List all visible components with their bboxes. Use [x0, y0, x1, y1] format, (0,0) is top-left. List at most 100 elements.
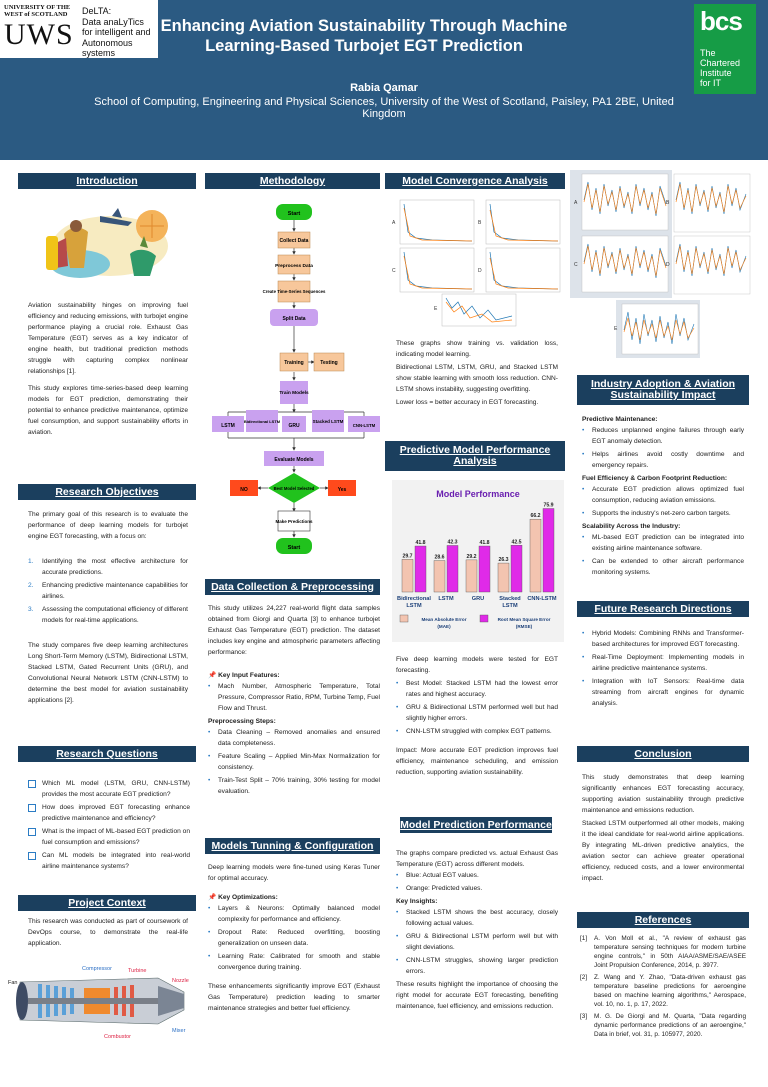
convergence-heading: Model Convergence Analysis: [385, 173, 565, 189]
industry-list-1: Reduces unplanned engine failures throug…: [582, 425, 744, 471]
engine-label-turbine: Turbine: [128, 968, 146, 974]
chart-category-label: Bidirectional: [397, 596, 431, 602]
flow-sequences: Create Time-Series Sequences: [263, 289, 326, 294]
industry-list-2: Accurate EGT prediction allows optimized…: [582, 484, 744, 519]
objective-item: 2.Enhancing predictive maintenance capab…: [28, 582, 188, 600]
intro-text: Aviation sustainability hinges on improv…: [28, 300, 188, 444]
performance-text: Five deep learning models were tested fo…: [396, 654, 558, 784]
chart-value-label: 75.9: [543, 503, 553, 509]
convergence-graphs: A B C D E: [392, 199, 561, 327]
legend-label-unit: (RMSE): [516, 624, 533, 629]
turbojet-engine-diagram: Compressor Turbine Fan Nozzle Mixer Comb…: [8, 966, 189, 1040]
optimizations-list: Layers & Neurons: Optimally balanced mod…: [208, 903, 380, 973]
future-heading: Future Research Directions: [577, 601, 749, 617]
engine-label-mixer: Mixer: [172, 1028, 186, 1034]
methodology-heading: Methodology: [205, 173, 380, 189]
flow-gru: GRU: [288, 423, 300, 429]
conv-panel-e: E: [434, 306, 438, 312]
chart-bar: [529, 518, 542, 593]
flow-preprocess: Preprocess Data: [275, 263, 313, 269]
performance-list: Best Model: Stacked LSTM had the lowest …: [396, 678, 558, 737]
chart-bar: [510, 545, 523, 593]
tuning-text: Deep learning models were fine-tuned usi…: [208, 862, 380, 1020]
poster-title: Enhancing Aviation Sustainability Throug…: [160, 17, 568, 55]
pred-panel-c: C: [574, 262, 578, 268]
preprocess-item: Feature Scaling – Applied Min-Max Normal…: [208, 751, 380, 773]
data-collection-paragraph: This study utilizes 24,227 real-world fl…: [208, 605, 380, 656]
objectives-text: The primary goal of this research is to …: [28, 509, 188, 712]
insight-item: CNN-LSTM struggles, showing larger predi…: [396, 955, 558, 977]
chart-value-label: 29.7: [402, 553, 412, 559]
pin-icon: 📌: [208, 894, 217, 901]
aviation-illustration: [46, 208, 168, 278]
delta-line-1: DeLTA:: [82, 6, 112, 16]
chart-value-label: 41.8: [479, 540, 489, 546]
industry-item: Reduces unplanned engine failures throug…: [582, 425, 744, 447]
uws-logo-word: UWS: [4, 18, 74, 51]
intro-paragraph-1: Aviation sustainability hinges on improv…: [28, 302, 188, 375]
flow-no: NO: [240, 487, 248, 493]
objectives-list: 1.Identifying the most effective archite…: [28, 556, 188, 626]
industry-heading: Industry Adoption & Aviation Sustainabil…: [577, 375, 749, 405]
conv-panel-c: C: [392, 268, 396, 274]
flow-make-predictions: Make Predictions: [275, 519, 313, 524]
context-heading: Project Context: [18, 895, 196, 911]
bcs-word: bcs: [700, 6, 743, 36]
data-collection-text: This study utilizes 24,227 real-world fl…: [208, 603, 380, 799]
pred-panel-e: E: [614, 326, 618, 332]
convergence-text: These graphs show training vs. validatio…: [396, 338, 558, 414]
industry-item: Supports the industry's net-zero carbon …: [582, 508, 744, 519]
insights-list: Stacked LSTM shows the best accuracy, cl…: [396, 907, 558, 977]
chart-bar: [446, 545, 459, 593]
prediction-text: The graphs compare predicted vs. actual …: [396, 848, 558, 1018]
delta-line-2: Data anaLyTics: [82, 16, 144, 27]
future-list: Hybrid Models: Combining RNNs and Transf…: [582, 628, 744, 709]
prediction-graphs: A C B D E: [570, 170, 751, 358]
chart-value-label: 28.6: [434, 555, 444, 561]
data-collection-heading: Data Collection & Preprocessing: [205, 579, 380, 595]
flow-yes: Yes: [338, 487, 347, 493]
flow-lstm: LSTM: [221, 423, 235, 429]
tuning-heading: Models Tunning & Configuration: [205, 838, 380, 854]
questions-list: Which ML model (LSTM, GRU, CNN-LSTM) pro…: [28, 778, 190, 872]
industry-item: Accurate EGT prediction allows optimized…: [582, 484, 744, 506]
poster-header: UNIVERSITY OF THE WEST of SCOTLAND UWS D…: [0, 0, 768, 160]
pred-panel-b: B: [666, 200, 670, 206]
delta-line-4: Autonomous systems: [82, 37, 133, 59]
conclusion-paragraph-1: This study demonstrates that deep learni…: [582, 774, 744, 814]
industry-item: Can be extended to other aircraft perfor…: [582, 556, 744, 578]
features-list: Mach Number, Atmospheric Temperature, To…: [208, 681, 380, 714]
tuning-paragraph-1: Deep learning models were fine-tuned usi…: [208, 864, 380, 882]
bcs-subtitle: The Chartered Institute for IT: [700, 48, 740, 88]
performance-paragraph-1: Five deep learning models were tested fo…: [396, 656, 558, 674]
objectives-heading: Research Objectives: [18, 484, 196, 500]
flow-testing: Testing: [320, 360, 337, 366]
bcs-sub-3: Institute: [700, 68, 732, 78]
legend-swatch: [399, 614, 409, 623]
insight-item: GRU & Bidirectional LSTM perform well bu…: [396, 931, 558, 953]
questions-text: Which ML model (LSTM, GRU, CNN-LSTM) pro…: [28, 778, 190, 874]
legend-label-unit: (MAE): [437, 624, 451, 629]
objectives-paragraph-2: The study compares five deep learning ar…: [28, 642, 188, 704]
chart-category-label: LSTM: [438, 596, 454, 602]
key-features-heading: 📌 Key Input Features:: [208, 672, 280, 679]
question-item: Which ML model (LSTM, GRU, CNN-LSTM) pro…: [28, 778, 190, 800]
performance-item: GRU & Bidirectional LSTM performed well …: [396, 702, 558, 724]
legend-label: Mean Absolute Error: [421, 617, 466, 622]
chart-value-label: 41.8: [415, 540, 425, 546]
pin-icon: 📌: [208, 672, 217, 679]
objective-item: 1.Identifying the most effective archite…: [28, 558, 188, 576]
methodology-flowchart: Start Collect Data Preprocess Data Creat…: [212, 204, 380, 554]
feature-item: Mach Number, Atmospheric Temperature, To…: [208, 681, 380, 714]
industry-item: ML-based EGT prediction can be integrate…: [582, 532, 744, 554]
objectives-paragraph-1: The primary goal of this research is to …: [28, 511, 188, 540]
chart-category-label: GRU: [472, 596, 484, 602]
chart-category-label: LSTM: [406, 603, 422, 609]
chart-category-label: CNN-LSTM: [527, 596, 557, 602]
performance-item: Best Model: Stacked LSTM had the lowest …: [396, 678, 558, 700]
delta-tagline: DeLTA: Data anaLyTics for intelligent an…: [82, 6, 158, 59]
conclusion-heading: Conclusion: [577, 746, 749, 762]
questions-heading: Research Questions: [18, 746, 196, 762]
conclusion-paragraph-2: Stacked LSTM outperformed all other mode…: [582, 820, 744, 882]
chart-bar: [401, 559, 414, 593]
